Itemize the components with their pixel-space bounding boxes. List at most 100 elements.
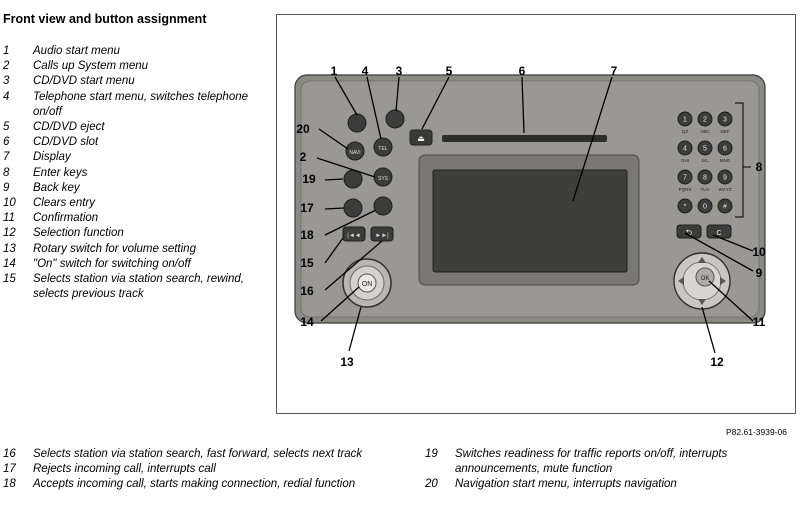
callout-1: 1 xyxy=(331,64,338,78)
cd-slot xyxy=(442,135,607,142)
keypad-letters: QZ xyxy=(682,129,689,134)
legend-text: Selects station via station search, rewi… xyxy=(33,273,244,301)
callout-13: 13 xyxy=(340,355,354,369)
keypad-key[interactable] xyxy=(717,198,733,214)
keypad-digit: 1 xyxy=(683,117,687,124)
radio-illustration: ⏏ TEL NAVI SYS |◄◄ ►►| ON 1QZ2ABC3DEF4GH… xyxy=(294,64,766,369)
on-switch xyxy=(357,273,377,293)
tel-label: TEL xyxy=(378,146,387,152)
reject-call-button xyxy=(343,198,363,218)
callout-5: 5 xyxy=(446,64,453,78)
keypad-letters: TUV xyxy=(701,187,710,192)
on-label: ON xyxy=(362,281,373,288)
nav-label: NAVI xyxy=(349,150,360,156)
keypad-digit: 4 xyxy=(683,146,687,153)
keypad-digit: 9 xyxy=(723,175,727,182)
callout-3: 3 xyxy=(396,64,403,78)
callout-11: 11 xyxy=(753,315,766,329)
keypad-digit: 3 xyxy=(723,117,727,124)
keypad-key[interactable] xyxy=(677,111,693,127)
keypad-key[interactable] xyxy=(697,198,713,214)
legend-number: 11 xyxy=(3,212,15,225)
legend-number: 17 xyxy=(3,463,16,476)
keypad-key[interactable] xyxy=(677,198,693,214)
keypad-letters: GHI xyxy=(681,158,689,163)
legend-item: 15 Selects station via station search, re… xyxy=(3,272,268,302)
keypad-key[interactable] xyxy=(717,111,733,127)
legend-text: "On" switch for switching on/off xyxy=(33,257,191,270)
keypad-key[interactable] xyxy=(697,140,713,156)
keypad-key[interactable] xyxy=(717,169,733,185)
legend-text: Audio start menu xyxy=(33,45,120,57)
accept-call-button xyxy=(373,196,393,216)
cd-button xyxy=(385,109,405,129)
legend-text: Telephone start menu, switches telephone… xyxy=(33,90,249,118)
keypad-letters: JKL xyxy=(701,158,709,163)
legend-number: 18 xyxy=(3,478,16,491)
keypad-key[interactable] xyxy=(717,140,733,156)
keypad-digit: 0 xyxy=(703,204,707,211)
prev-label: |◄◄ xyxy=(347,233,360,239)
sys-label: SYS xyxy=(378,176,389,182)
callout-8: 8 xyxy=(756,160,763,174)
legend-number: 19 xyxy=(425,448,438,460)
keypad-digit: 6 xyxy=(723,146,727,153)
keypad-digit: 7 xyxy=(683,175,687,182)
legend-item: 1 Audio start menu xyxy=(3,44,268,59)
legend-text: Enter keys xyxy=(33,166,88,179)
audio-button xyxy=(347,113,367,133)
keypad-key[interactable] xyxy=(677,140,693,156)
legend-item: 11 Confirmation xyxy=(3,211,268,226)
callout-2: 2 xyxy=(300,150,307,164)
keypad-letters: ABC xyxy=(700,129,710,134)
legend-text: CD/DVD slot xyxy=(33,136,99,149)
callout-10: 10 xyxy=(752,245,766,259)
callout-20: 20 xyxy=(296,122,310,136)
legend-number: 1 xyxy=(3,45,10,57)
legend-text: Rotary switch for volume setting xyxy=(33,242,196,255)
left-buttons: TEL NAVI SYS |◄◄ ►►| xyxy=(342,109,405,242)
callout-18: 18 xyxy=(300,228,314,242)
callout-15: 15 xyxy=(300,256,314,270)
legend-number: 3 xyxy=(3,75,10,88)
legend-number: 20 xyxy=(425,478,438,491)
keypad-key[interactable] xyxy=(697,169,713,185)
callout-19: 19 xyxy=(302,172,316,186)
callout-14: 14 xyxy=(300,315,314,329)
legend-number: 7 xyxy=(3,151,10,164)
callout-4: 4 xyxy=(362,64,369,78)
legend-number: 16 xyxy=(3,448,16,460)
keypad-letters: MNO xyxy=(720,158,731,163)
legend-number: 15 xyxy=(3,273,16,286)
keypad-digit: 8 xyxy=(703,175,707,182)
legend-number: 4 xyxy=(3,90,10,103)
legend-number: 8 xyxy=(3,166,10,179)
legend-text: CD/DVD start menu xyxy=(33,75,135,88)
legend-text: Confirmation xyxy=(33,212,99,225)
legend-number: 14 xyxy=(3,257,16,270)
keypad-key[interactable] xyxy=(697,111,713,127)
legend-number: 12 xyxy=(3,227,16,240)
keypad-key[interactable] xyxy=(677,169,693,185)
legend-number: 2 xyxy=(3,60,10,73)
nav-button xyxy=(345,141,365,161)
keypad-digit: 2 xyxy=(703,117,707,124)
legend-item: 4 Telephone start menu, switches telephon… xyxy=(3,90,268,120)
keypad-letters: WXYZ xyxy=(719,187,732,192)
keypad-digit: 5 xyxy=(703,146,707,153)
legend-text: Back key xyxy=(33,181,80,194)
tel-button xyxy=(373,137,393,157)
